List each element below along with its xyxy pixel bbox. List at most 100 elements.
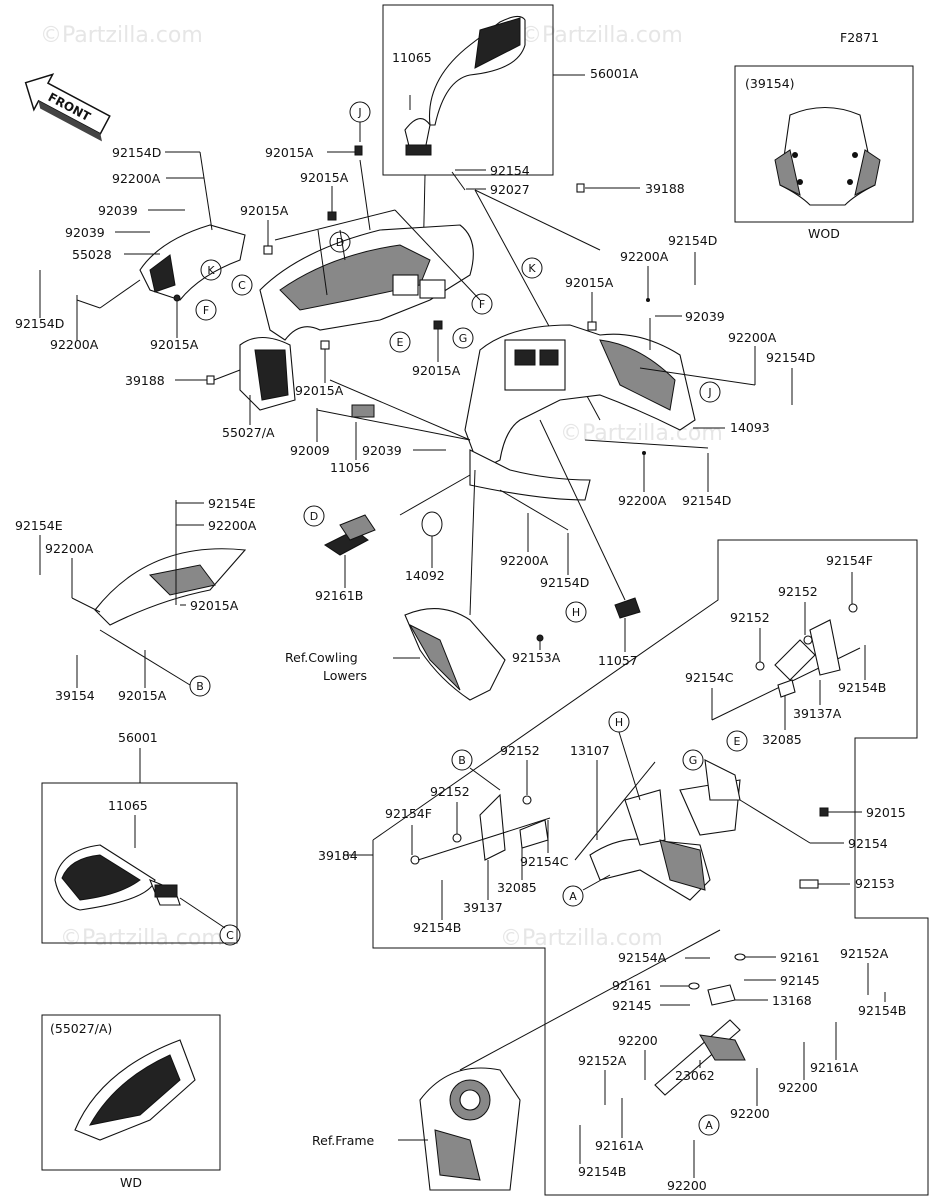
part-label: 92154D bbox=[668, 233, 717, 248]
part-label: 92200 bbox=[618, 1033, 658, 1048]
part-label: 39137 bbox=[463, 900, 503, 915]
watermark: ©Partzilla.com bbox=[40, 23, 203, 48]
part-label: 56001A bbox=[590, 66, 639, 81]
part-label: 92152A bbox=[578, 1053, 627, 1068]
callout-K: K bbox=[521, 257, 543, 279]
part-label: 92015A bbox=[265, 145, 314, 160]
part-label: 92154E bbox=[208, 496, 256, 511]
svg-text:K: K bbox=[207, 264, 215, 277]
part-label: 92200A bbox=[112, 171, 161, 186]
part-label: 92154B bbox=[413, 920, 461, 935]
svg-text:F: F bbox=[203, 304, 209, 317]
callout-K: K bbox=[200, 259, 222, 281]
callout-G: G bbox=[452, 327, 474, 349]
callout-B: B bbox=[451, 749, 473, 771]
svg-text:G: G bbox=[459, 332, 468, 345]
part-label: 92200 bbox=[667, 1178, 707, 1193]
part-label: 32085 bbox=[497, 880, 537, 895]
part-label: 92154D bbox=[766, 350, 815, 365]
svg-text:D: D bbox=[336, 236, 344, 249]
part-label: 92015A bbox=[240, 203, 289, 218]
part-label: 39184 bbox=[318, 848, 358, 863]
left-panel-group: 92154D 92200A 92039 92039 55028 92154D 9… bbox=[15, 145, 246, 352]
part-label: 92200A bbox=[500, 553, 549, 568]
part-label: 92039 bbox=[362, 443, 402, 458]
part-label: 11065 bbox=[108, 798, 148, 813]
mirror-box-top: 11065 56001A bbox=[382, 4, 639, 266]
part-label: 92152 bbox=[500, 743, 540, 758]
part-label: 92145 bbox=[780, 973, 820, 988]
svg-text:C: C bbox=[226, 929, 234, 942]
part-label: 14093 bbox=[730, 420, 770, 435]
part-label: 92200A bbox=[728, 330, 777, 345]
part-label: 92153A bbox=[512, 650, 561, 665]
part-label: 92161A bbox=[810, 1060, 859, 1075]
svg-text:B: B bbox=[196, 680, 204, 693]
callout-F: F bbox=[195, 299, 217, 321]
grommet-92161B bbox=[324, 514, 376, 556]
part-label: 14092 bbox=[405, 568, 445, 583]
stay-23062 bbox=[654, 984, 746, 1096]
part-label: 92154C bbox=[685, 670, 734, 685]
svg-text:E: E bbox=[397, 336, 404, 349]
cowling-lower-shape bbox=[404, 608, 506, 701]
callout-A: A bbox=[698, 1114, 720, 1136]
part-label: 92153 bbox=[855, 876, 895, 891]
part-label: 92154F bbox=[385, 806, 432, 821]
watermarks: ©Partzilla.com ©Partzilla.com ©Partzilla… bbox=[40, 23, 723, 951]
ref-label: Lowers bbox=[323, 668, 367, 683]
callout-E: E bbox=[726, 730, 748, 752]
part-label: 92154B bbox=[838, 680, 886, 695]
mirror-box-left bbox=[41, 782, 238, 944]
part-label: 92145 bbox=[612, 998, 652, 1013]
part-label: 92152 bbox=[730, 610, 770, 625]
part-label: 39154 bbox=[55, 688, 95, 703]
callout-F: F bbox=[471, 293, 493, 315]
callout-J: J bbox=[349, 101, 371, 123]
inner-cowl bbox=[464, 324, 696, 501]
svg-text:C: C bbox=[238, 279, 246, 292]
stay-upper-right bbox=[711, 619, 861, 721]
callouts: J K F C D E G K F J D B H C H B G E A A bbox=[189, 101, 748, 1136]
svg-text:J: J bbox=[707, 386, 711, 399]
part-label: 92015A bbox=[565, 275, 614, 290]
callout-G: G bbox=[682, 749, 704, 771]
part-label: 92161 bbox=[612, 978, 652, 993]
part-label: 92154 bbox=[490, 163, 530, 178]
svg-text:D: D bbox=[310, 510, 318, 523]
part-label: 92152A bbox=[840, 946, 889, 961]
inset-ref: (39154) bbox=[745, 76, 795, 91]
main-bracket bbox=[589, 759, 741, 901]
svg-text:E: E bbox=[734, 735, 741, 748]
part-label: 92152 bbox=[430, 784, 470, 799]
svg-text:WD: WD bbox=[120, 1175, 142, 1190]
callout-E: E bbox=[389, 331, 411, 353]
svg-text:J: J bbox=[357, 106, 361, 119]
part-label: 92154B bbox=[578, 1164, 626, 1179]
part-label: 39188 bbox=[125, 373, 165, 388]
part-label: 92154A bbox=[618, 950, 667, 965]
svg-text:B: B bbox=[458, 754, 466, 767]
part-label: 13168 bbox=[772, 993, 812, 1008]
callout-D: D bbox=[329, 231, 351, 253]
part-label: 92152 bbox=[778, 584, 818, 599]
part-label: 55028 bbox=[72, 247, 112, 262]
part-label: 11056 bbox=[330, 460, 370, 475]
part-label: 92015A bbox=[295, 383, 344, 398]
part-label: 92200A bbox=[620, 249, 669, 264]
windscreen-piece bbox=[94, 548, 247, 626]
svg-text:G: G bbox=[689, 754, 698, 767]
part-label: 39188 bbox=[645, 181, 685, 196]
part-label: 92154D bbox=[540, 575, 589, 590]
part-label: 11057 bbox=[598, 653, 638, 668]
part-label: 92154D bbox=[112, 145, 161, 160]
svg-text:H: H bbox=[615, 716, 623, 729]
part-label: 92039 bbox=[685, 309, 725, 324]
inset-variant: WOD bbox=[808, 226, 840, 241]
ref-label: Ref.Cowling bbox=[285, 650, 358, 665]
part-label: 92015A bbox=[190, 598, 239, 613]
part-label: 92200A bbox=[45, 541, 94, 556]
watermark: ©Partzilla.com bbox=[500, 926, 663, 951]
part-label: 92154D bbox=[682, 493, 731, 508]
